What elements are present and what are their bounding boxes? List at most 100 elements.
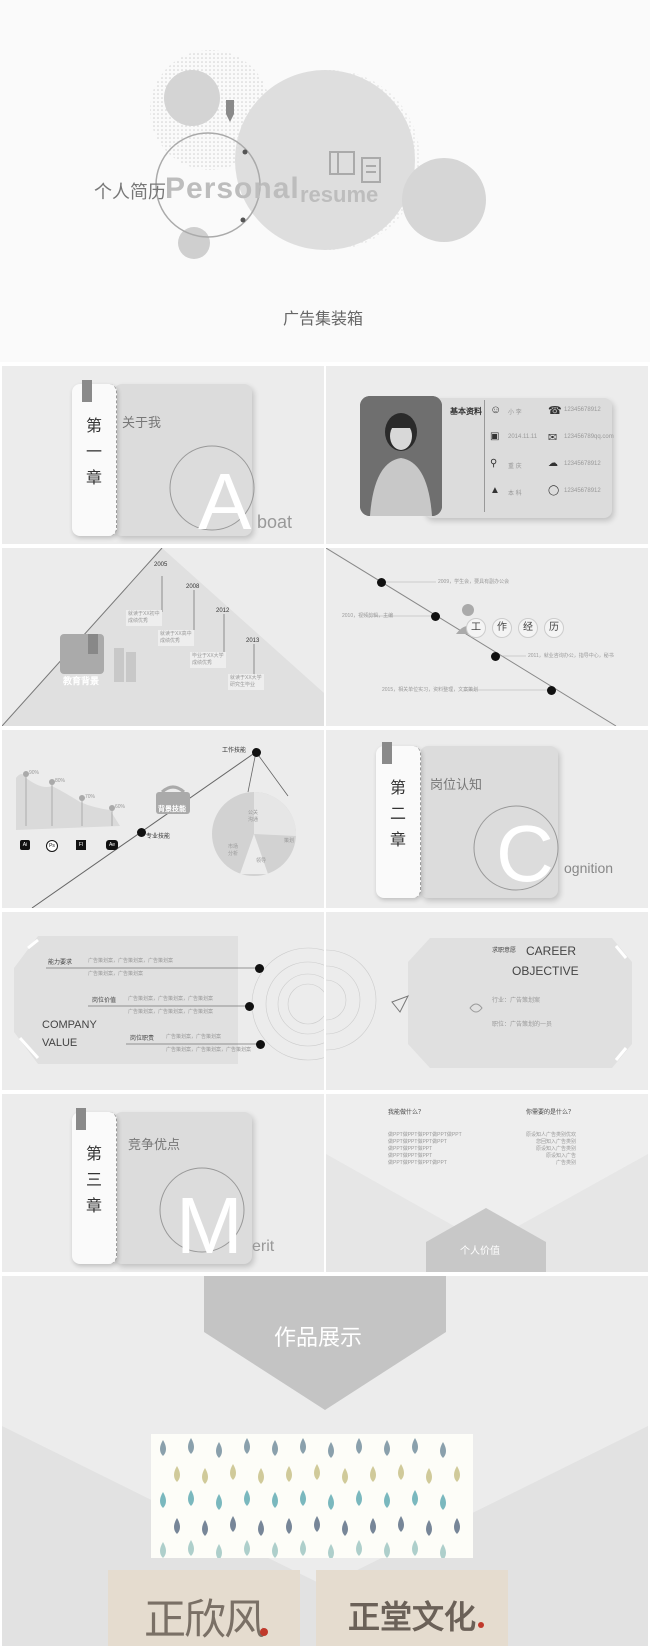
company-graphic [14,936,324,1064]
work-item: 2009，学生会，要具有副办公会 [438,579,510,585]
career-graphic [326,938,632,1068]
chapter-arc [473,805,559,891]
company-row-label: 能力要求 [48,960,73,966]
edu-year: 2005 [154,562,168,568]
career-line-1: CAREER [526,944,577,958]
slide-company-value: COMPANY VALUE 能力要求 广告策划案，广告策划案，广告策划案广告策划… [2,912,324,1090]
chapter-card [420,746,558,898]
cover-title-en-1: Personal [165,172,300,205]
slide-personal-value: 我能做什么？ 你需要的是什么？ 做PPT做PPT做PPT做PPT做PPT 做PP… [326,1094,648,1272]
company-row-label: 岗位价值 [92,998,117,1004]
slide-chapter-1: 第 一 章 关于我 A boat [2,366,324,544]
qq-icon: ◯ [548,485,560,496]
chapter-word: boat [257,512,293,532]
value-left-list: 做PPT做PPT做PPT做PPT做PPT 做PPT做PPT做PPT做PPT 做P… [388,1132,462,1166]
ai-icon: Ai [20,840,30,850]
work-title: 工 作 经 历 [466,618,564,638]
cover-title-en-2: resume [300,182,379,207]
chapter-tab [72,384,117,536]
chapter-title: 岗位认知 [430,777,483,792]
edu-year: 2012 [216,608,230,614]
red-seal-icon [478,1622,484,1628]
calendar-icon: ▣ [490,431,500,442]
cover-slide: 个人简历 Personal resume 广告集装箱 [0,0,650,362]
chapter-card [114,1112,252,1264]
chapter-numeral: 第 二 章 [389,780,406,849]
chapter-letter: C [496,809,554,898]
work-item: 2015，相关单位实习，资料整理，文案策划 [382,687,479,693]
edu-year: 2008 [186,584,200,590]
career-small: 求职意愿 [492,948,517,954]
graduation-cap-icon: ▲ [490,485,500,496]
bookmark-icon [76,1108,86,1130]
skills-graphic [16,751,297,908]
profile-rows: ☺ 小 李 ☎ 12345678912 ▣ 2014.11.11 ✉ 12345… [490,404,614,512]
chapter-numeral: 第 三 章 [85,1146,102,1215]
profile-card [424,398,612,518]
chapter-letter: M [176,1181,243,1270]
ae-icon: Ae [106,840,118,850]
company-row-label: 岗位职责 [130,1036,155,1042]
works-title: 作品展示 [274,1325,363,1350]
wechat-icon: ☁ [548,458,558,469]
chapter-word: erit [252,1238,275,1255]
edu-item: 就读于XX高中成绩优秀 [158,630,194,646]
slide-works: 作品展示 正欣风 正堂文化 [2,1276,648,1646]
logo-card-1: 正欣风 [108,1570,300,1646]
profile-row: ▲ 本 科 ◯ 12345678912 [490,485,601,497]
red-seal-icon [260,1628,268,1636]
slide-chapter-3: 第 三 章 竞争优点 M erit [2,1094,324,1272]
fl-icon: Fl [76,840,86,850]
bookmark-icon [382,742,392,764]
chapter-card [114,384,252,536]
ps-icon: Ps [46,840,58,852]
value-label: 个人价值 [460,1246,500,1257]
skills-top-label: 工作技能 [222,748,247,754]
edu-item: 就读于XX大学研究生毕业 [228,674,264,690]
company-value-title: COMPANY VALUE [42,1019,97,1049]
chapter-word: ognition [564,860,614,876]
slide-work: 2009，学生会，要具有副办公会 2010，视频剪辑，主编 2011，就业咨询办… [326,548,648,726]
cover-title-cn: 个人简历 [94,182,166,202]
value-graphic [326,1154,648,1272]
profile-row: ⚲ 重 庆 ☁ 12345678912 [490,458,601,470]
slide-education: 教育背景 2005 2008 2012 2013 就读于XX初中成绩优秀 就读于… [2,548,324,726]
chapter-letter: A [198,457,252,544]
user-icon: ☺ [490,404,502,416]
chapter-title: 关于我 [122,415,162,430]
career-row: 职位：广告策划的一员 [492,1022,553,1028]
logo-2-text: 正堂文化 [348,1599,477,1635]
education-label: 教育背景 [63,676,100,686]
slide-career-objective: 求职意愿 CAREER OBJECTIVE 行业：广告策划案 职位：广告策划的一… [326,912,648,1090]
value-question-left: 我能做什么？ [388,1110,425,1116]
chapter-numeral: 第 一 章 [85,418,102,487]
skills-bottom-label: 专业技能 [146,834,171,840]
logo-1-text: 正欣风 [144,1595,266,1644]
raindrop-pattern [160,1438,460,1558]
chapter-tab [376,746,421,898]
slide-chapter-2: 第 二 章 岗位认知 C ognition [326,730,648,908]
profile-row: ▣ 2014.11.11 ✉ 123456789qq.com [490,431,614,444]
chapter-tab [72,1112,117,1264]
skills-label: 背景技能 [158,806,186,813]
work-item: 2011，就业咨询办公，指导中心，秘书 [528,653,614,659]
chapter-arc [169,445,255,531]
mail-icon: ✉ [548,432,558,444]
career-row: 行业：广告策划案 [492,998,541,1004]
slide-skills: 工作技能 专业技能 背景技能 90% 80% 70% 60% Ai Ps Fl … [2,730,324,908]
career-line-2: OBJECTIVE [512,964,579,978]
profile-photo [360,396,442,516]
logo-card-2: 正堂文化 [316,1570,508,1646]
chapter-title: 竞争优点 [128,1137,181,1152]
work-item: 2010，视频剪辑，主编 [342,613,394,619]
value-right-list: 原设知人广告类别优欢 您回知入广告类别 原设知入广告类别 原设知入广告 广告类别 [525,1132,576,1166]
bookmark-icon [82,380,92,402]
edu-item: 毕业于XX大学成绩优秀 [190,652,226,668]
slide-profile: 基本资料 ☺ 小 李 ☎ 12345678912 ▣ 2014.11.11 ✉ … [326,366,648,544]
chapter-arc [159,1167,245,1253]
raindrop-artwork [151,1434,473,1558]
cover-decoration [150,50,486,259]
profile-label: 基本资料 [450,407,482,416]
phone-icon: ☎ [548,405,562,417]
edu-year: 2013 [246,638,260,644]
